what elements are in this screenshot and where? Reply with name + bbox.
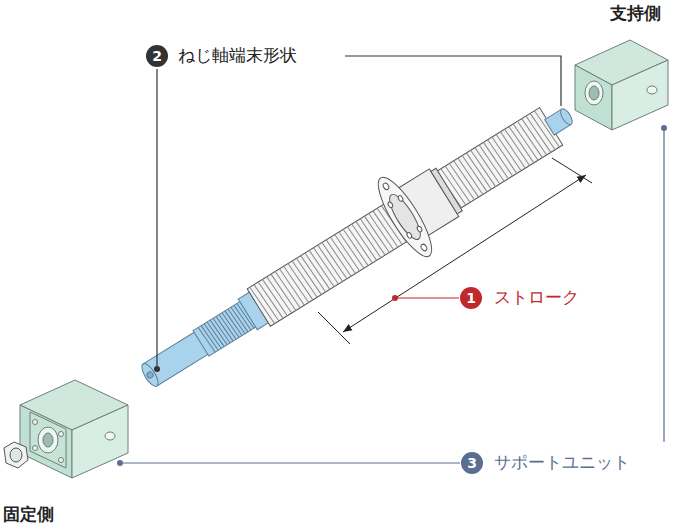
stroke-dimension [318, 158, 592, 344]
callout-number: 2 [152, 48, 162, 64]
callout-number: 1 [466, 290, 476, 306]
callout-circle: 2 [146, 45, 168, 67]
callout-circle: 1 [460, 287, 482, 309]
part-label: 固定側 [3, 504, 54, 524]
part-label: ねじ軸端末形状 [178, 45, 297, 65]
ball-screw [122, 76, 595, 417]
callout-circle: 3 [461, 452, 483, 474]
callout-number: 3 [467, 455, 477, 471]
lock-nut [4, 442, 28, 468]
leader-lines [117, 56, 667, 466]
part-label: ストローク [494, 287, 579, 307]
part-label: 支持側 [610, 3, 661, 23]
part-label: サポートユニット [494, 452, 630, 472]
support-unit [575, 40, 668, 130]
fixed-unit [20, 380, 128, 478]
